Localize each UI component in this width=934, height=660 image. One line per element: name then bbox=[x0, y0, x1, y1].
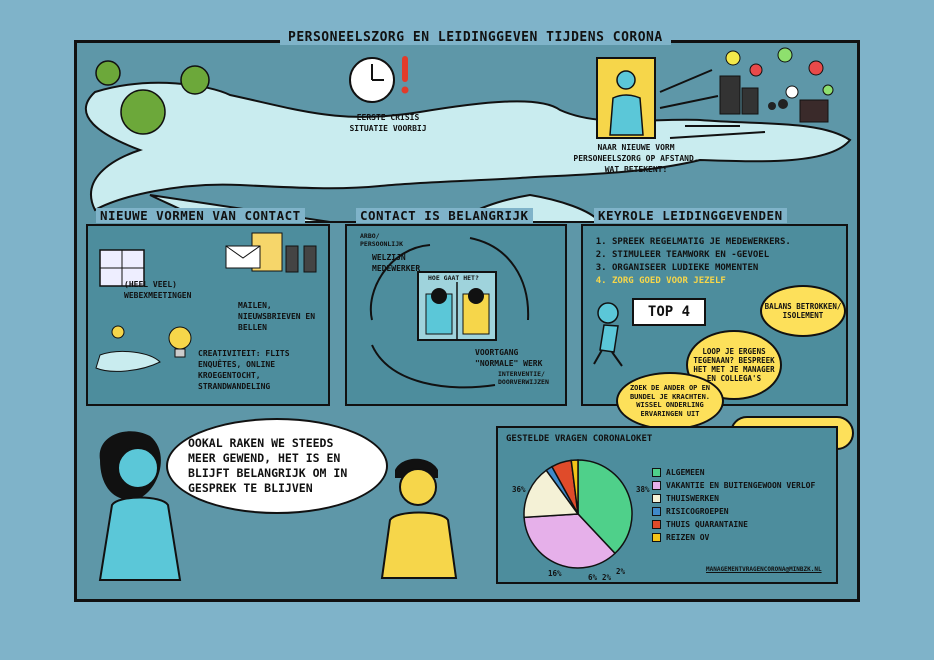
role-item-3: ORGANISEER LUDIEKE MOMENTEN bbox=[612, 262, 844, 275]
section-title-contact: NIEUWE VORMEN VAN CONTACT bbox=[96, 208, 305, 223]
legend-swatch bbox=[652, 520, 661, 529]
legend-label: THUISWERKEN bbox=[666, 494, 719, 503]
role-item-4: ZORG GOED VOOR JEZELF bbox=[612, 275, 844, 288]
progress-label: VOORTGANG "NORMALE" WERK bbox=[475, 348, 543, 368]
legend-swatch bbox=[652, 494, 661, 503]
arbo-label: ARBO/ PERSOONLIJK bbox=[360, 232, 404, 248]
section-title-roles: KEYROLE LEIDINGGEVENDEN bbox=[594, 208, 787, 223]
arrow-icons bbox=[659, 69, 766, 139]
role-item-2: STIMULEER TEAMWORK EN -GEVOEL bbox=[612, 249, 844, 262]
new-form-label: NAAR NIEUWE VORM PERSONEELSZORG OP AFSTA… bbox=[573, 143, 699, 174]
speech-text: OOKAL RAKEN WE STEEDS MEER GEWEND, HET I… bbox=[188, 436, 348, 495]
mail-label: MAILEN, NIEUWSBRIEVEN EN BELLEN bbox=[238, 301, 316, 332]
legend-label: REIZEN OV bbox=[666, 533, 710, 542]
email-link[interactable]: MANAGEMENTVRAGENCORONA@MINBZK.NL bbox=[706, 566, 822, 573]
legend-item: RISICOGROEPEN bbox=[652, 505, 815, 518]
chart-legend: ALGEMEEN VAKANTIE EN BUITENGEWOON VERLOF T… bbox=[652, 466, 815, 544]
question-label: HOE GAAT HET? bbox=[428, 274, 479, 282]
clock-icon bbox=[349, 57, 395, 103]
role-item-1: SPREEK REGELMATIG JE MEDEWERKERS. bbox=[612, 236, 844, 249]
city-icon bbox=[719, 75, 829, 123]
intervention-label: INTERVENTIE/ DOORVERWIJZEN bbox=[498, 370, 549, 386]
exclamation-icon bbox=[401, 56, 409, 94]
top4-sign: TOP 4 bbox=[632, 298, 706, 326]
legend-swatch bbox=[652, 481, 661, 490]
legend-label: RISICOGROEPEN bbox=[666, 507, 729, 516]
legend-swatch bbox=[652, 468, 661, 477]
crisis-label: EERSTE CRISIS SITUATIE VOORBIJ bbox=[349, 113, 427, 133]
road-shape bbox=[84, 81, 852, 212]
legend-item: ALGEMEEN bbox=[652, 466, 815, 479]
legend-label: VAKANTIE EN BUITENGEWOON VERLOF bbox=[666, 481, 816, 490]
bubble-balance: BALANS BETROKKEN/ ISOLEMENT bbox=[760, 285, 846, 337]
roles-list: SPREEK REGELMATIG JE MEDEWERKERS. STIMUL… bbox=[594, 236, 844, 288]
legend-label: ALGEMEEN bbox=[666, 468, 705, 477]
virus-icon bbox=[95, 60, 210, 135]
welfare-label: WELZIJN MEDEWERKER bbox=[372, 253, 421, 273]
legend-item: THUISWERKEN bbox=[652, 492, 815, 505]
speech-bubble: OOKAL RAKEN WE STEEDS MEER GEWEND, HET I… bbox=[166, 418, 388, 514]
page-title: PERSONEELSZORG EN LEIDINGGEVEN TIJDENS C… bbox=[280, 30, 671, 45]
bubble-others: ZOEK DE ANDER OP EN BUNDEL JE KRACHTEN. … bbox=[616, 372, 724, 430]
legend-swatch bbox=[652, 533, 661, 542]
legend-swatch bbox=[652, 507, 661, 516]
legend-item: VAKANTIE EN BUITENGEWOON VERLOF bbox=[652, 479, 815, 492]
chart-title: GESTELDE VRAGEN CORONALOKET bbox=[506, 434, 653, 444]
section-title-importance: CONTACT IS BELANGRIJK bbox=[356, 208, 533, 223]
creativity-label: CREATIVITEIT: FLITS ENQUÊTES, ONLINE KRO… bbox=[198, 349, 290, 391]
legend-item: REIZEN OV bbox=[652, 531, 815, 544]
legend-item: THUIS QUARANTAINE bbox=[652, 518, 815, 531]
door-person-icon bbox=[596, 57, 656, 139]
legend-label: THUIS QUARANTAINE bbox=[666, 520, 748, 529]
webex-label: (HEEL VEEL) WEBEXMEETINGEN bbox=[124, 280, 192, 300]
chat-bubbles-icon bbox=[725, 47, 834, 99]
